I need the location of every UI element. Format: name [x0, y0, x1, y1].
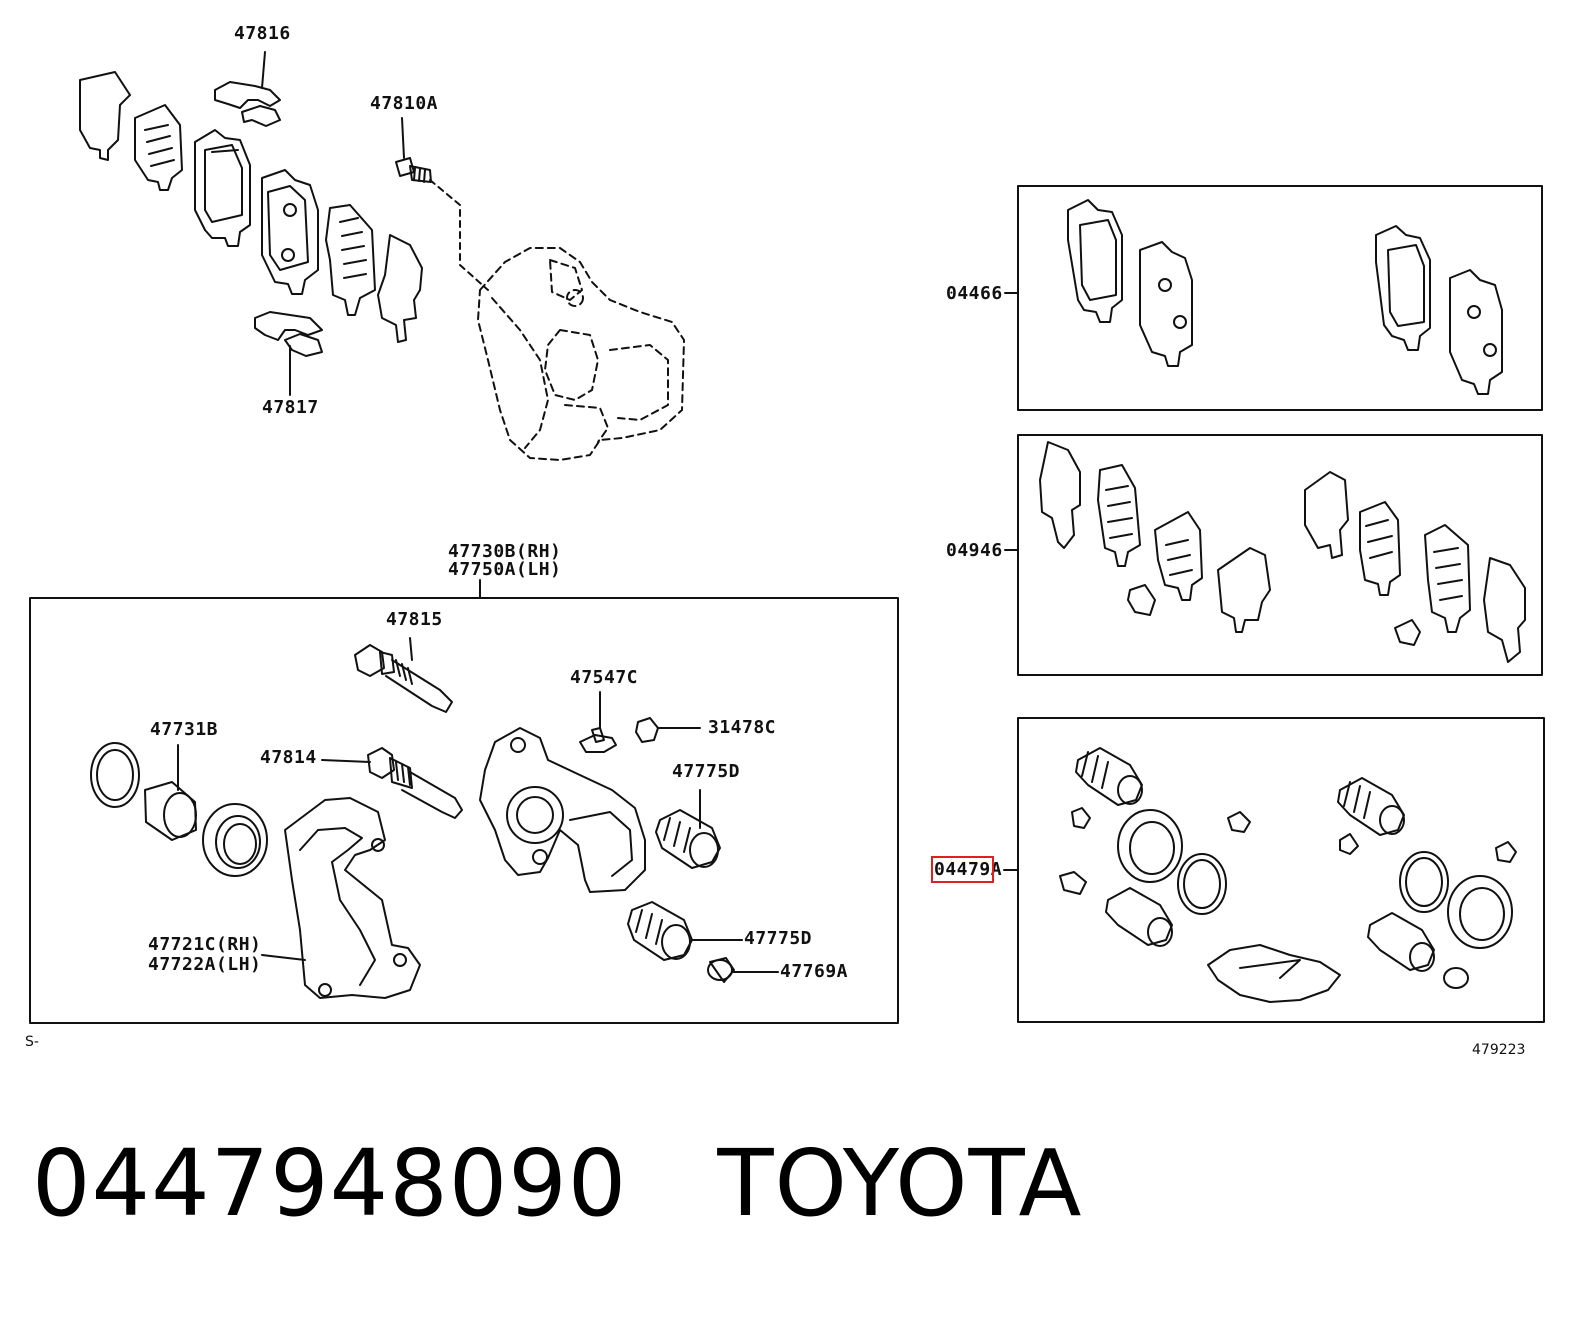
kit-box-04466: [1017, 185, 1543, 411]
callout-suffix: A: [990, 859, 1003, 880]
slide-pin-47814: [321, 747, 463, 819]
anti-squeal-shim-a: [325, 204, 376, 316]
leader-47816: [261, 51, 266, 89]
kit-04466-pads: [1067, 199, 1503, 395]
callout-47730B: 47730B(RH): [448, 541, 562, 562]
brand-name: TOYOTA: [717, 1130, 1083, 1237]
boot-47775D-lower: [627, 901, 743, 961]
s-mark: S-: [25, 1034, 39, 1050]
footer-caption: 0447948090 TOYOTA: [32, 1130, 1083, 1237]
callout-04466: 04466: [946, 283, 1003, 304]
callout-47775D-lower: 47775D: [744, 928, 813, 949]
boot-47775D-upper: [655, 789, 721, 869]
piston: [144, 781, 197, 841]
brake-pad-backing-left: [261, 169, 319, 295]
pad-support-plate-lower: [254, 311, 323, 357]
callout-47775D-upper: 47775D: [672, 761, 741, 782]
piston-seal-47731B: [90, 742, 179, 808]
bolt-47810A: [395, 117, 489, 291]
kit-04479A-seals: [1059, 747, 1517, 1003]
pad-shim-inner-left: [134, 104, 183, 191]
callout-47815: 47815: [386, 609, 443, 630]
diagram-number: 479223: [1472, 1042, 1526, 1058]
callout-47750A: 47750A(LH): [448, 559, 562, 580]
anti-squeal-shim-b: [377, 234, 423, 343]
dust-boot-ring: [202, 803, 268, 877]
callout-47547C: 47547C: [570, 667, 639, 688]
caliper-mounting-bracket: [261, 797, 421, 999]
caliper-body: [479, 727, 646, 893]
callout-47721C: 47721C(RH): [148, 934, 262, 955]
callout-47810A: 47810A: [370, 93, 439, 114]
cap-47769A: [707, 957, 779, 983]
callout-04479A: 04479A: [931, 856, 1003, 883]
bleeder-47547C: [579, 691, 617, 753]
callout-47722A: 47722A(LH): [148, 954, 262, 975]
callout-47817: 47817: [262, 397, 319, 418]
brake-pad-left: [194, 129, 251, 247]
kit-box-04946: [1017, 434, 1543, 676]
kit-04946-shims: [1039, 441, 1526, 663]
callout-04946: 04946: [946, 540, 1003, 561]
caliper-assembly-box: [29, 597, 899, 1024]
callout-47769A: 47769A: [780, 961, 849, 982]
highlighted-part-number: 04479: [931, 856, 994, 883]
part-number: 0447948090: [32, 1130, 628, 1237]
pad-support-plate-upper: [214, 81, 281, 127]
callout-47814: 47814: [260, 747, 317, 768]
caliper-ghost-outline: [477, 247, 685, 461]
pad-shim-outer-left: [79, 71, 131, 161]
callout-31478C: 31478C: [708, 717, 777, 738]
callout-47731B: 47731B: [150, 719, 219, 740]
cap-31478C: [635, 717, 701, 743]
slide-pin-47815: [354, 637, 453, 713]
callout-47816: 47816: [234, 23, 291, 44]
